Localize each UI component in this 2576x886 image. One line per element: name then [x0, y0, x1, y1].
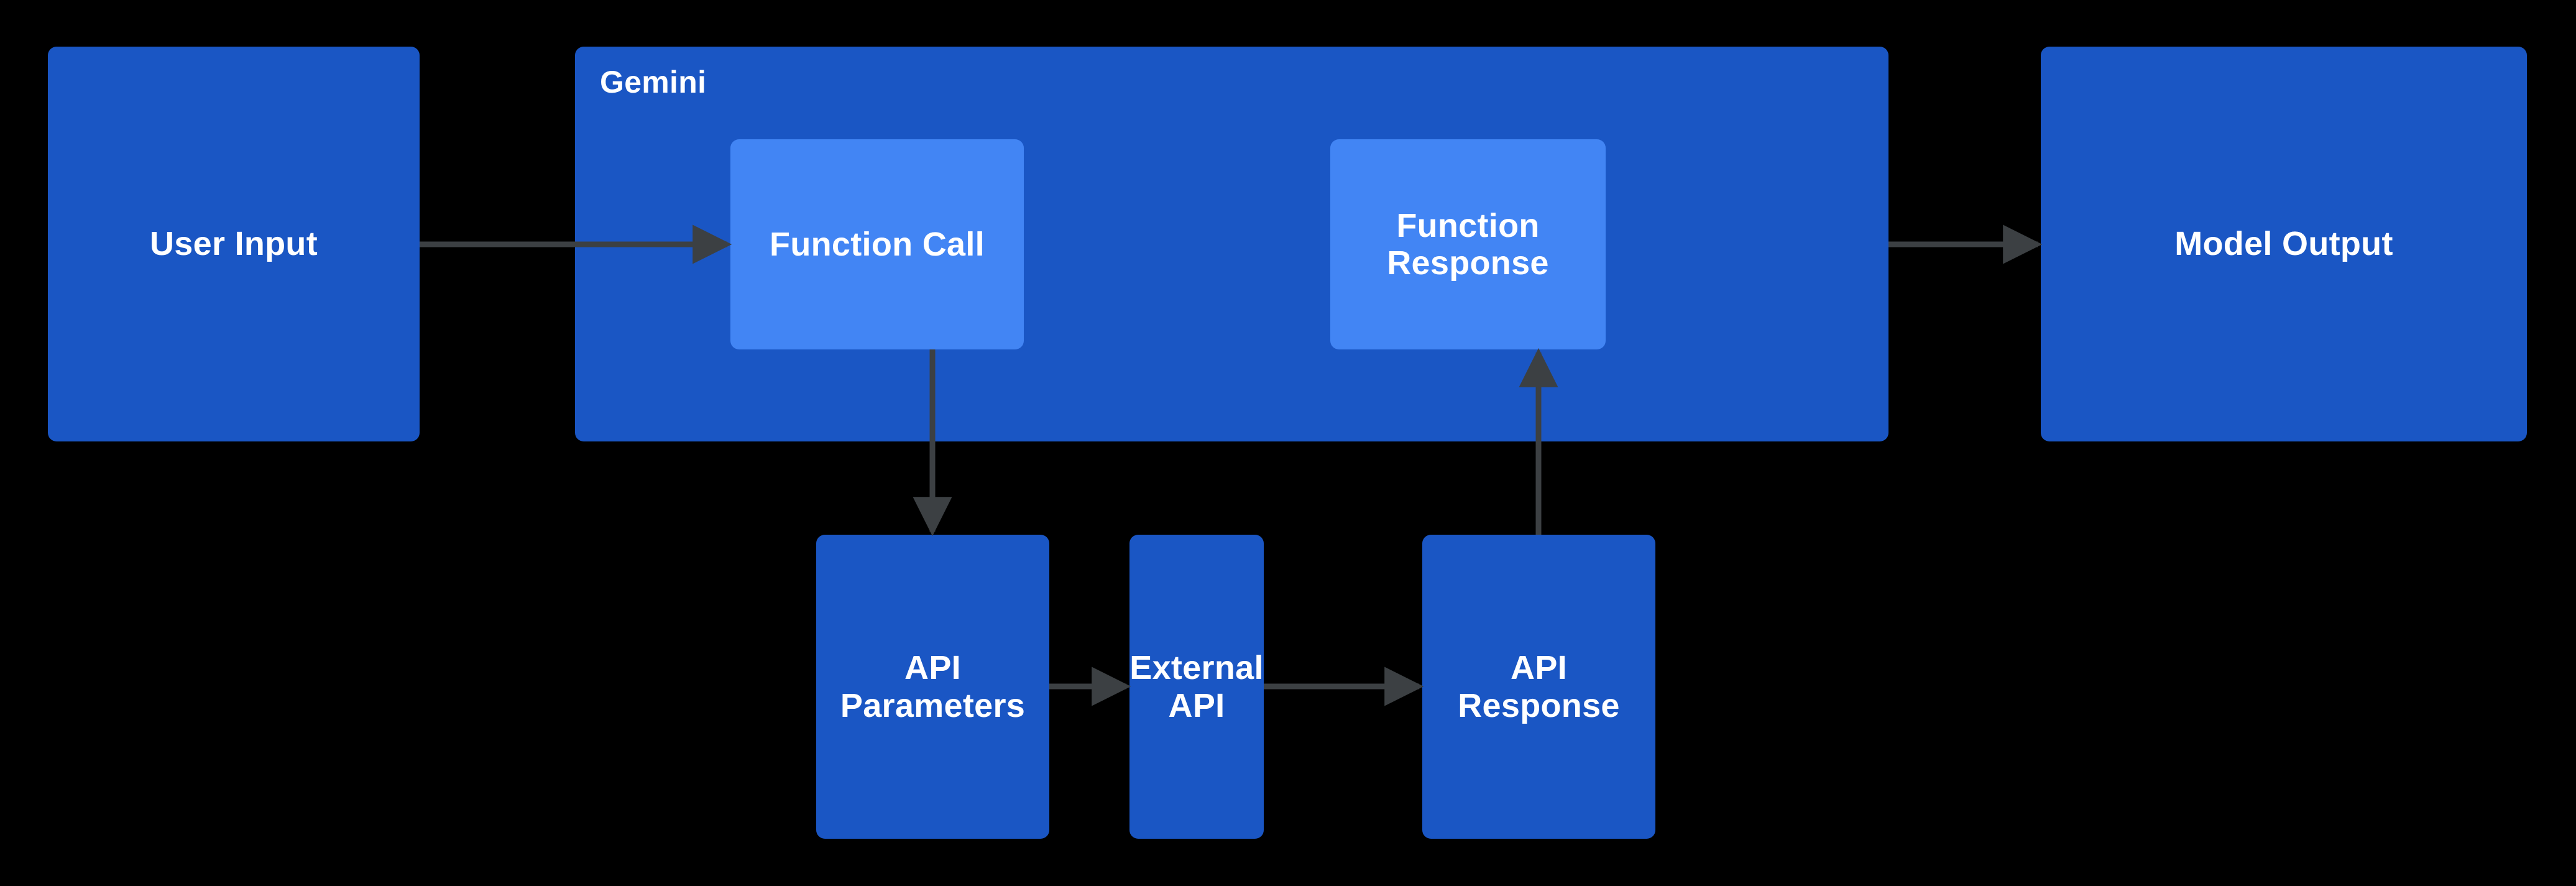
node-api-response-line1: API — [1511, 649, 1567, 687]
node-external-api-line1: External — [1129, 649, 1264, 687]
node-function-call-label: Function Call — [770, 225, 985, 263]
node-function-response-label: Function Response — [1387, 206, 1549, 282]
node-external-api-label: External API — [1129, 649, 1264, 724]
node-api-response-line2: Response — [1458, 686, 1620, 724]
node-api-parameters-line2: Parameters — [840, 686, 1026, 724]
node-model-output-label: Model Output — [2174, 225, 2393, 263]
node-function-response[interactable]: Function Response — [1330, 139, 1606, 349]
node-external-api[interactable]: External API — [1129, 535, 1264, 839]
node-api-parameters-label: API Parameters — [840, 649, 1025, 724]
node-user-input-label: User Input — [149, 225, 318, 263]
node-api-response-label: API Response — [1458, 649, 1619, 724]
node-function-call[interactable]: Function Call — [730, 139, 1024, 349]
node-external-api-line2: API — [1168, 686, 1225, 724]
node-user-input[interactable]: User Input — [48, 47, 420, 441]
node-api-parameters[interactable]: API Parameters — [816, 535, 1049, 839]
node-api-response[interactable]: API Response — [1422, 535, 1655, 839]
node-model-output[interactable]: Model Output — [2041, 47, 2527, 441]
gemini-group-label: Gemini — [600, 65, 707, 99]
node-api-parameters-line1: API — [904, 649, 961, 687]
